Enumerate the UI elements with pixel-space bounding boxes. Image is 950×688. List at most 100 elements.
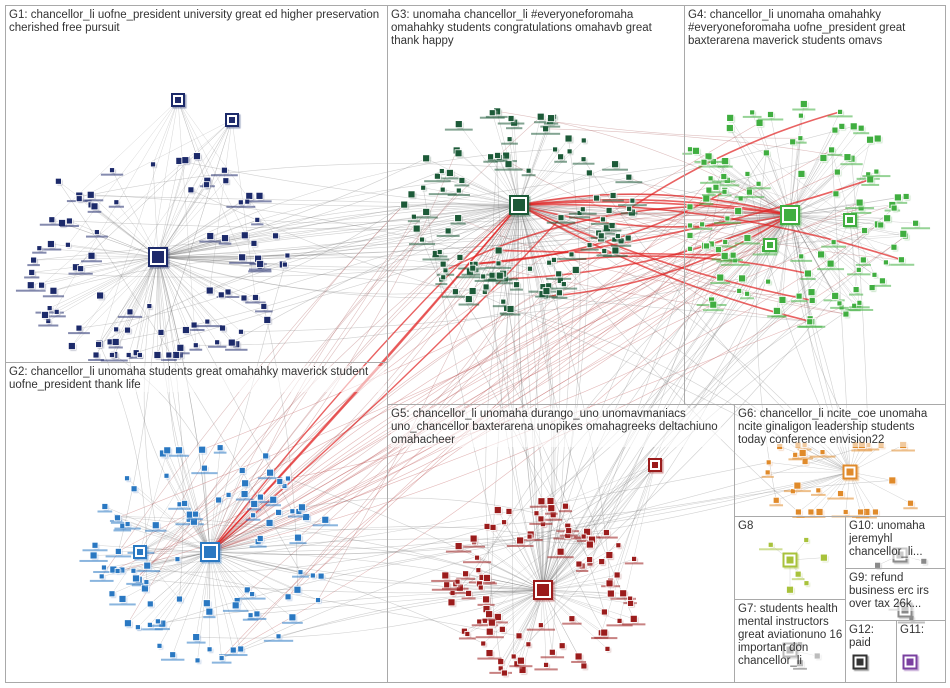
node [468,287,477,295]
node-caption [82,549,108,552]
edge [157,159,188,258]
node-caption [827,497,854,500]
group-label-g12: G12: paid [849,624,893,650]
group-label-g6: G6: chancellor_li ncite_coe unomaha ncit… [738,408,942,447]
edge [769,218,888,246]
edge [478,569,544,591]
node-caption [746,187,771,190]
node-caption [576,570,589,573]
bundle-edge [518,204,714,305]
node-caption [247,617,267,620]
node-caption [767,315,787,318]
edge [435,204,520,255]
edge [209,537,299,553]
bundle-edge [616,214,791,576]
node [743,234,752,242]
edge [751,112,791,216]
node [744,290,751,297]
edge [157,551,211,622]
node [856,299,863,306]
node-caption [861,183,880,186]
node [477,584,484,591]
bundle-edge [114,354,203,450]
edge [849,219,857,290]
node [873,168,880,175]
node [192,342,199,349]
node-caption [287,515,310,518]
edge [209,470,243,553]
node [487,153,494,161]
edge [542,558,635,591]
node-caption [821,245,847,248]
bundle-edge [147,565,520,637]
node [317,572,325,580]
node-caption [761,475,774,478]
node [861,227,868,234]
node [580,137,587,144]
edge [789,214,855,306]
node-caption [849,306,870,309]
node [181,156,190,165]
node-caption [257,477,283,480]
node-caption [602,199,624,202]
bundle-edge [209,536,530,555]
node [262,452,270,460]
bundle-edge [162,532,607,624]
node-caption [831,515,860,518]
edge [518,163,616,206]
bundle-edge [589,214,791,564]
bundle-edge [133,462,769,572]
edge [75,119,233,268]
node [238,253,247,262]
edge [48,99,179,322]
edge [518,176,629,206]
node-caption [783,490,811,493]
secondary-hub-node-avatar [137,549,143,555]
node-caption [691,227,713,230]
edge [121,551,211,571]
edge [789,103,805,216]
node [902,193,910,200]
edge [209,551,234,651]
edge [177,99,207,185]
edge [157,256,170,356]
bundle-edge [209,551,484,644]
node-caption [715,184,740,187]
node [552,146,558,153]
node [593,194,600,202]
node-caption [830,306,849,309]
node-caption [506,544,534,547]
node [557,153,565,161]
edge [789,214,842,308]
edge [789,214,881,226]
node [819,553,828,562]
node [798,253,805,260]
node [703,242,710,250]
node [898,256,905,264]
edge [411,194,520,206]
node [163,446,172,455]
node [789,138,797,146]
edge [518,116,541,206]
bundle-edge [478,214,791,571]
node [214,339,221,346]
edge [209,483,246,553]
edge [111,170,159,258]
node [454,542,463,550]
node-caption [263,639,294,642]
edge [542,508,552,591]
edge [421,204,520,240]
edge [482,204,520,277]
node-caption [131,584,146,587]
node-caption [126,582,146,585]
edge [768,462,851,473]
edge [769,193,837,246]
edge [139,521,195,553]
edge [542,500,551,591]
edge [481,577,544,591]
edge [209,551,251,616]
group-label-g3: G3: unomaha chancellor_li #everyoneforom… [391,9,681,48]
bundle-edge [157,204,520,258]
node [734,207,743,216]
edge [789,129,836,216]
